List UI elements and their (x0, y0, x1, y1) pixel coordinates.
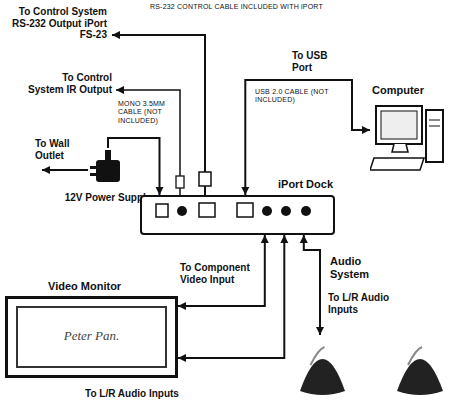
cable-label: To Control System RS-232 Output iPort FS… (5, 6, 107, 41)
cable-label: To L/R Audio Inputs (328, 292, 420, 315)
ir-plug (176, 176, 184, 188)
node-heading: Audio System (330, 255, 390, 280)
cable-connector (304, 235, 320, 335)
cable-connector (178, 235, 284, 358)
cable-connector (245, 80, 370, 195)
cable-label: To Component Video Input (180, 262, 258, 285)
cable-label: To L/R Audio Inputs (80, 388, 184, 400)
computer-icon: Computer (370, 100, 446, 178)
computer-drawing (370, 100, 446, 178)
cable-connector (178, 235, 265, 306)
video-monitor: Video MonitorPeter Pan. (5, 296, 178, 378)
cable-label: USB 2.0 CABLE (NOT INCLUDED) (255, 88, 347, 105)
power-brick (88, 148, 128, 188)
wall-outlet-arrow (42, 169, 88, 171)
cable-label: To USB Port (292, 50, 350, 73)
screen-text: Peter Pan. (8, 329, 175, 344)
node-heading: 12V Power Supply (64, 192, 152, 204)
dock-box: iPort Dock (140, 195, 335, 235)
dock-ports (142, 197, 333, 233)
node-heading: Video Monitor (48, 280, 121, 293)
node-heading: iPort Dock (278, 178, 333, 191)
node-heading: Computer (372, 84, 424, 97)
ir-cable (116, 90, 180, 195)
cable-label: RS-232 CONTROL CABLE INCLUDED WITH iPORT (150, 3, 340, 11)
power-supply: 12V Power Supply (88, 148, 128, 188)
cable-label: MONO 3.5MM CABLE (NOT INCLUDED) (118, 100, 176, 125)
speaker-group: Audio System (285, 335, 445, 397)
cable-label: To Wall Outlet (35, 138, 90, 161)
cable-label: To Control System IR Output (28, 72, 112, 95)
rs232-plug (199, 172, 211, 186)
speakers (285, 335, 445, 397)
